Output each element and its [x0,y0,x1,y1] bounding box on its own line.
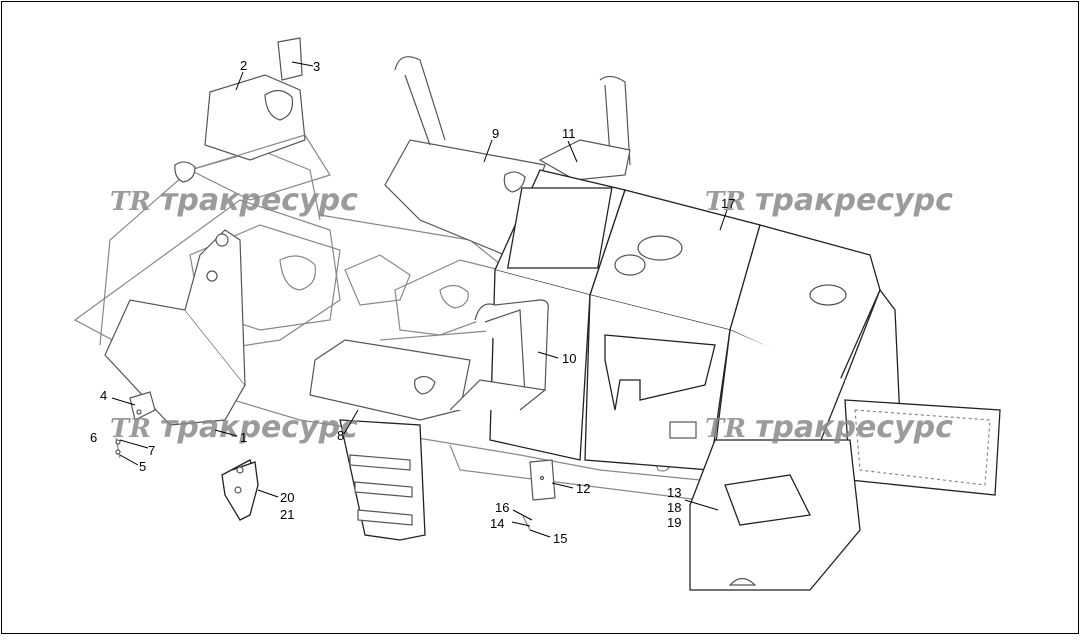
callout-6: 6 [90,430,97,445]
callout-13: 13 [667,485,681,500]
callout-1: 1 [240,430,247,445]
callout-18: 18 [667,500,681,515]
access-steps [339,419,426,541]
mesh-grille [844,399,1001,496]
handrail-right [538,75,631,181]
callout-12: 12 [576,481,590,496]
platform-lower [309,299,549,421]
callout-7: 7 [148,443,155,458]
watermark-logo: TR [705,414,746,444]
callout-labels: 2 3 4 1 6 7 5 8 9 10 11 12 13 18 19 16 1… [90,58,735,546]
callout-15: 15 [553,531,567,546]
callout-10: 10 [562,351,576,366]
callout-14: 14 [490,516,504,531]
callout-21: 21 [280,507,294,522]
lower-battery-box [689,439,861,591]
platform-upper [384,56,546,256]
callout-9: 9 [492,126,499,141]
watermark-top-right: TR тракресурс [705,183,953,218]
callout-3: 3 [313,59,320,74]
seat-bracket [174,37,331,201]
watermark-bottom-left: TR тракресурс [110,410,358,445]
watermark-bottom-right: TR тракресурс [705,410,953,445]
callout-2: 2 [240,58,247,73]
watermark-top-left: TR тракресурс [110,183,358,218]
watermark-logo: TR [110,414,151,444]
watermark-text: тракресурс [755,410,953,445]
watermark-text: тракресурс [755,183,953,218]
watermark-text: тракресурс [160,410,358,445]
watermark-text: тракресурс [160,183,358,218]
watermark-logo: TR [705,187,746,217]
callout-20: 20 [280,490,294,505]
callout-8: 8 [337,428,344,443]
callout-5: 5 [139,459,146,474]
leader-lines [111,61,728,538]
callout-16: 16 [495,500,509,515]
watermark-logo: TR [110,187,151,217]
callout-17: 17 [721,196,735,211]
cover-plate [522,459,556,531]
callout-19: 19 [667,515,681,530]
callout-4: 4 [100,388,107,403]
side-panel-left [104,229,246,426]
callout-11: 11 [562,126,576,141]
corner-bracket [221,459,259,521]
bracket-and-fasteners [115,391,156,459]
